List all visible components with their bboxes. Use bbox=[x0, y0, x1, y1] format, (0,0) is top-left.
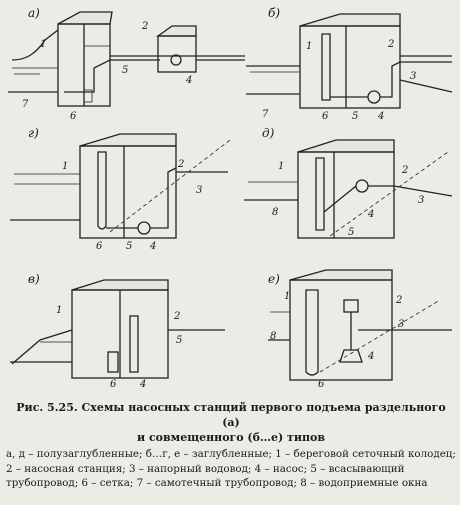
label-v-4: 4 bbox=[140, 379, 147, 390]
panel-letter-e: е) bbox=[268, 272, 280, 286]
label-g-1: 1 bbox=[62, 161, 69, 172]
label-b-7: 7 bbox=[262, 109, 269, 120]
label-v-6: 6 bbox=[110, 379, 117, 390]
label-g-2: 2 bbox=[178, 159, 185, 170]
scheme-b bbox=[246, 13, 453, 109]
schemes-drawing bbox=[8, 11, 453, 381]
label-b-5: 5 bbox=[352, 111, 359, 122]
label-d-2: 2 bbox=[402, 165, 409, 176]
caption-legend-text: а, д – полузаглубленные; б…г, е – заглуб… bbox=[6, 448, 456, 489]
caption-title-line1: Рис. 5.25. Схемы насосных станций первог… bbox=[16, 401, 446, 429]
label-a-4: 4 bbox=[186, 75, 193, 86]
label-g-6: 6 bbox=[96, 241, 103, 252]
scheme-a bbox=[8, 11, 245, 107]
label-v-1: 1 bbox=[56, 305, 63, 316]
label-a-1: 1 bbox=[40, 39, 47, 50]
label-d-1: 1 bbox=[278, 161, 285, 172]
label-g-3: 3 bbox=[196, 185, 203, 196]
figure: а) б) г) д) в) е) 1 2 4 5 6 7 1 2 3 4 5 … bbox=[8, 6, 453, 390]
label-b-3: 3 bbox=[410, 71, 417, 82]
panel-letter-v: в) bbox=[28, 272, 40, 286]
panel-letter-a: а) bbox=[28, 6, 40, 20]
caption-title-line2: и совмещенного (б…е) типов bbox=[136, 431, 326, 444]
label-e-3: 3 bbox=[398, 319, 405, 330]
panel-letter-b: б) bbox=[268, 6, 281, 20]
scheme-g bbox=[10, 133, 231, 239]
label-b-1: 1 bbox=[306, 41, 313, 52]
label-v-2: 2 bbox=[174, 311, 181, 322]
label-a-6: 6 bbox=[70, 111, 77, 122]
figure-caption: Рис. 5.25. Схемы насосных станций первог… bbox=[6, 400, 456, 491]
scheme-e bbox=[268, 269, 452, 381]
label-e-6: 6 bbox=[318, 379, 325, 390]
panel-letter-g: г) bbox=[28, 126, 39, 140]
label-v-5: 5 bbox=[176, 335, 183, 346]
label-d-5: 5 bbox=[348, 227, 355, 238]
label-d-8: 8 bbox=[272, 207, 279, 218]
scheme-v bbox=[10, 279, 225, 379]
panel-letter-d: д) bbox=[262, 126, 275, 140]
label-a-5: 5 bbox=[122, 65, 129, 76]
label-g-5: 5 bbox=[126, 241, 133, 252]
label-d-3: 3 bbox=[418, 195, 425, 206]
label-d-4: 4 bbox=[368, 209, 375, 220]
scheme-d bbox=[244, 139, 453, 239]
label-e-8: 8 bbox=[270, 331, 277, 342]
label-b-6: 6 bbox=[322, 111, 329, 122]
label-e-2: 2 bbox=[396, 295, 403, 306]
label-a-7: 7 bbox=[22, 99, 29, 110]
label-e-1: 1 bbox=[284, 291, 291, 302]
label-b-4: 4 bbox=[378, 111, 385, 122]
label-e-4: 4 bbox=[368, 351, 375, 362]
label-b-2: 2 bbox=[388, 39, 395, 50]
label-a-2: 2 bbox=[142, 21, 149, 32]
label-g-4: 4 bbox=[150, 241, 157, 252]
